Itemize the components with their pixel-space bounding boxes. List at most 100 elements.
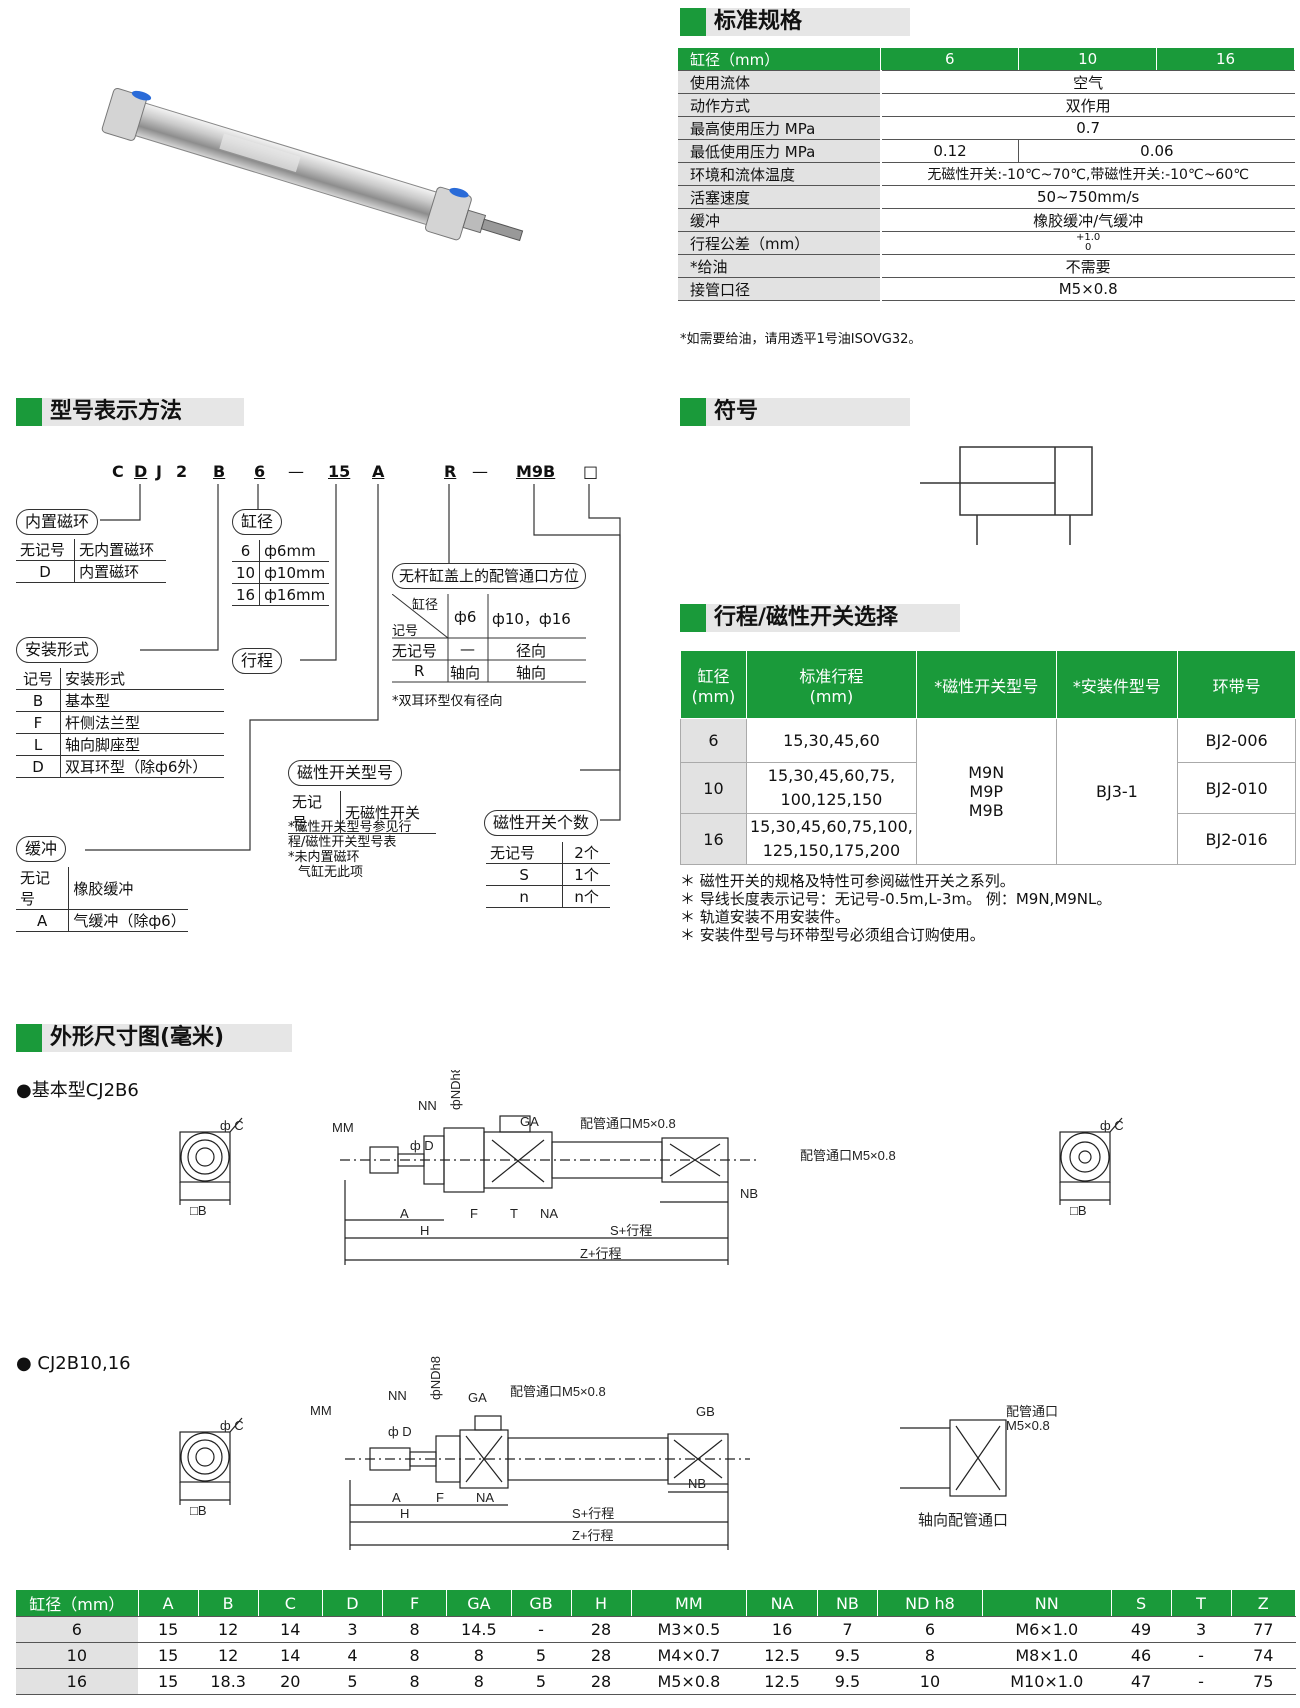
svg-text:H: H (400, 1506, 409, 1521)
svg-text:GA: GA (468, 1390, 487, 1405)
stroke-header-bore: 缸径 (mm) (680, 650, 747, 719)
svg-text:H: H (420, 1223, 429, 1238)
spec-row: 使用流体空气 (678, 70, 1295, 94)
stroke-header-row: 缸径 (mm) 标准行程 (mm) *磁性开关型号 *安装件型号 环带号 (680, 650, 1296, 719)
svg-text:MM: MM (310, 1403, 332, 1418)
code-2: 2 (176, 462, 188, 481)
svg-text:Z+行程: Z+行程 (572, 1528, 614, 1543)
drawing-title-b1016: ● CJ2B10,16 (16, 1353, 131, 1374)
svg-text:A: A (392, 1490, 401, 1505)
spec-header-10: 10 (1018, 48, 1158, 71)
stroke-notes: ＊ 磁性开关的规格及特性可参阅磁性开关之系列。 ＊ 导线长度表示记号：无记号-0… (680, 872, 1112, 944)
code-M9B: M9B (516, 462, 556, 481)
switch-table: 无记号无磁性开关 (288, 791, 436, 834)
green-marker (680, 8, 706, 36)
stroke-switch-models: M9N M9P M9B (915, 718, 1057, 865)
svg-text:NA: NA (476, 1490, 494, 1505)
spec-header-bore: 缸径（mm） (678, 48, 882, 71)
svg-text:GA: GA (520, 1114, 539, 1129)
stroke-row: 10 15,30,45,60,75, 100,125,150 BJ2-010 (680, 762, 1296, 814)
svg-text:□B: □B (190, 1503, 207, 1518)
svg-text:□B: □B (190, 1203, 207, 1218)
svg-text:NA: NA (540, 1206, 558, 1221)
svg-text:NN: NN (388, 1388, 407, 1403)
svg-text:MM: MM (332, 1120, 354, 1135)
svg-text:配管通口M5×0.8: 配管通口M5×0.8 (580, 1116, 676, 1131)
svg-text:S+行程: S+行程 (572, 1506, 614, 1521)
code-J: J (156, 462, 162, 481)
port-note: *双耳环型仅有径向 (392, 694, 503, 709)
green-marker (16, 398, 42, 426)
svg-text:T: T (510, 1206, 518, 1221)
svg-text:F: F (470, 1206, 478, 1221)
svg-text:Z+行程: Z+行程 (580, 1246, 622, 1261)
svg-text:ф D: ф D (388, 1424, 412, 1439)
svg-text:轴向配管通口: 轴向配管通口 (918, 1512, 1008, 1529)
svg-text:配管通口: 配管通口 (1006, 1404, 1058, 1419)
svg-text:фNDh8: фNDh8 (448, 1070, 463, 1110)
stroke-row: 6 15,30,45,60 M9N M9P M9B BJ3-1 BJ2-006 (680, 718, 1296, 865)
svg-text:ф C: ф C (220, 1418, 244, 1433)
svg-text:NB: NB (688, 1476, 706, 1491)
pill-magnet: 内置磁环 (16, 509, 99, 535)
section-title-stroke: 行程/磁性开关选择 (680, 604, 960, 632)
port-table-lines (392, 594, 586, 683)
stroke-mount-part: BJ3-1 (1055, 718, 1179, 865)
section-title-symbol: 符号 (680, 398, 910, 426)
code-dash1: — (288, 462, 304, 481)
code-box: □ (583, 462, 599, 481)
code-C: C (112, 462, 124, 481)
switch-notes: *磁性开关型号参见行 程/磁性开关型号表 *未内置磁环 气缸无此项 (288, 820, 412, 880)
svg-text:ф D: ф D (410, 1138, 434, 1153)
spec-header-16: 16 (1156, 48, 1295, 71)
spec-note: *如需要给油，请用透平1号油ISOVG32。 (680, 332, 922, 347)
svg-text:A: A (400, 1206, 409, 1221)
green-marker (680, 604, 706, 632)
spec-row: *给油不需要 (678, 254, 1295, 278)
drawing-basic-cj2b6: ф C □B ф C □B MM NN ф D фNDh8 GA 配管通口M5×… (179, 1070, 1124, 1265)
pill-port: 无杆缸盖上的配管通口方位 (392, 563, 587, 589)
svg-text:配管通口M5×0.8: 配管通口M5×0.8 (510, 1384, 606, 1399)
pill-mount: 安装形式 (16, 637, 99, 663)
stroke-row: 16 15,30,45,60,75,100, 125,150,175,200 B… (680, 813, 1296, 865)
stroke-header-std: 标准行程 (mm) (745, 650, 917, 719)
pill-stroke: 行程 (232, 648, 283, 674)
stroke-header-mount: *安装件型号 (1055, 650, 1179, 719)
code-R: R (444, 462, 457, 481)
svg-text:ф C: ф C (1100, 1118, 1124, 1133)
section-title-dims: 外形尺寸图(毫米) (16, 1024, 292, 1052)
pill-count: 磁性开关个数 (484, 810, 599, 836)
section-title-model: 型号表示方法 (16, 398, 244, 426)
stroke-header-switch: *磁性开关型号 (915, 650, 1057, 719)
spec-header-row: 缸径（mm） 6 10 16 (678, 48, 1295, 71)
pill-switch: 磁性开关型号 (288, 760, 403, 786)
code-6: 6 (254, 462, 266, 481)
pill-bore: 缸径 (232, 509, 283, 535)
svg-text:NB: NB (740, 1186, 758, 1201)
svg-text:配管通口M5×0.8: 配管通口M5×0.8 (800, 1148, 896, 1163)
spec-row: 动作方式双作用 (678, 93, 1295, 117)
svg-text:NN: NN (418, 1098, 437, 1113)
svg-text:□B: □B (1070, 1203, 1087, 1218)
spec-table: 缸径（mm） 6 10 16 使用流体空气 动作方式双作用 最高使用压力 MPa… (678, 48, 1295, 301)
svg-text:фNDh8: фNDh8 (428, 1356, 443, 1400)
code-dash2: — (472, 462, 488, 481)
svg-text:ф C: ф C (220, 1118, 244, 1133)
cylinder-symbol (920, 446, 1093, 545)
green-marker (16, 1024, 42, 1052)
svg-text:M5×0.8: M5×0.8 (1006, 1418, 1050, 1433)
spec-row: 缓冲橡胶缓冲/气缓冲 (678, 208, 1295, 232)
drawing-title-basic: ●基本型CJ2B6 (16, 1080, 139, 1101)
code-15: 15 (328, 462, 351, 481)
